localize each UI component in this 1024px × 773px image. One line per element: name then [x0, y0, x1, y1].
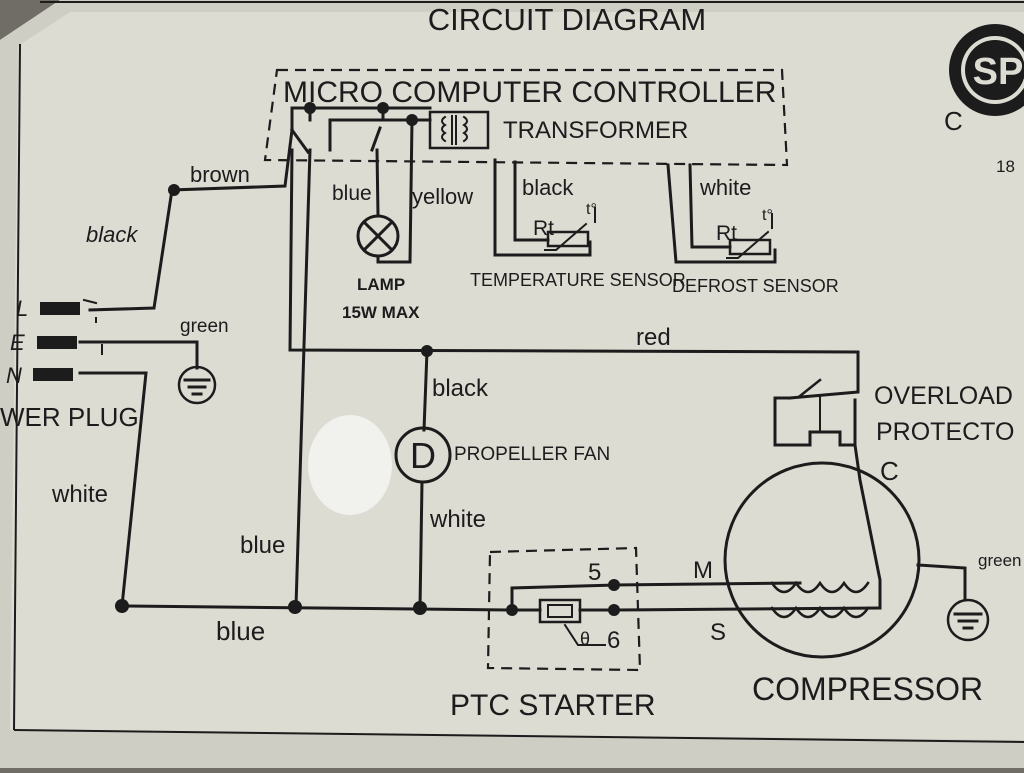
junction-dot [115, 599, 129, 613]
wire-label-blue-vertical: blue [240, 532, 285, 559]
junction-dot [304, 102, 316, 114]
fan-wire-top [422, 349, 429, 432]
temperature-sensor-label: TEMPERATURE SENSOR [470, 270, 686, 290]
plug-n-label: N [6, 363, 22, 388]
wire-to-m [612, 581, 802, 587]
defrost-sensor-wire-outer [666, 163, 777, 264]
wire-label-black-left: black [86, 222, 138, 247]
junction-dot [377, 102, 389, 114]
defrost-sensor-t: t° [762, 207, 773, 224]
junction-dot [288, 600, 302, 614]
controller-label: MICRO COMPUTER CONTROLLER [283, 76, 776, 109]
overload-label-2: PROTECTO [876, 418, 1014, 446]
defrost-sensor-wire-inner [688, 163, 732, 249]
defrost-sensor-label: DEFROST SENSOR [672, 276, 839, 296]
lamp-symbol [356, 214, 400, 258]
lamp-label: LAMP [357, 275, 405, 294]
plate-border-bottom [13, 729, 1024, 743]
lamp-wire-top [375, 148, 380, 217]
cert-number: 18 [996, 157, 1015, 176]
ptc-pin-6: 6 [607, 627, 620, 654]
power-plug [33, 298, 103, 381]
compressor-m-label: M [693, 557, 713, 584]
compressor-c-label: C [880, 456, 899, 486]
wire-label-black-fan: black [432, 375, 489, 402]
wire-label-yellow: yellow [412, 184, 473, 209]
compressor-ground-icon [946, 598, 990, 642]
ptc-starter-box [486, 546, 642, 672]
wire-label-white-fan: white [429, 506, 486, 533]
wire-label-white-left: white [51, 481, 108, 508]
defrost-sensor-rt: Rt [716, 222, 737, 245]
compressor-ground-wire [916, 563, 967, 602]
wire-label-black-sensor: black [522, 175, 574, 200]
temp-sensor-wire-outer [493, 158, 592, 257]
diagram-title: CIRCUIT DIAGRAM [428, 2, 706, 37]
switch-left-blade [289, 127, 311, 155]
fan-symbol-letter: D [410, 435, 436, 476]
transformer-symbol [428, 110, 490, 150]
wire-label-green-plug: green [180, 316, 229, 337]
ptc-bypass-wire [510, 583, 616, 612]
wire-label-red: red [636, 324, 671, 351]
wire-to-s [612, 606, 882, 612]
blue-vertical-wire [294, 148, 312, 608]
wire-label-blue-bottom: blue [216, 616, 265, 646]
cert-c-label: C [944, 106, 963, 136]
ptc-starter-symbol [510, 598, 616, 646]
switch-lamp-blade [370, 126, 382, 152]
controller-box [263, 68, 789, 167]
ptc-starter-label: PTC STARTER [450, 689, 656, 722]
plug-l-label: L [16, 296, 28, 321]
ptc-theta: θ [580, 629, 590, 649]
plate-border-left [13, 43, 21, 731]
lamp-rating: 15W MAX [342, 303, 420, 322]
green-ground-wire [78, 340, 199, 370]
compressor-symbol [723, 461, 921, 659]
junction-dot [168, 184, 180, 196]
temp-sensor-wire-inner [513, 160, 550, 242]
compressor-label: COMPRESSOR [752, 671, 983, 707]
propeller-fan-label: PROPELLER FAN [454, 444, 610, 465]
wire-overload-to-c [853, 443, 882, 610]
wire-label-green-comp: green [978, 551, 1021, 570]
transformer-label: TRANSFORMER [503, 117, 688, 144]
glare [308, 415, 392, 515]
wire-label-white-sensor: white [699, 175, 751, 200]
wire-label-brown: brown [190, 162, 250, 187]
compressor-s-label: S [710, 619, 726, 646]
defrost-sensor-symbol [726, 213, 773, 259]
red-wire [288, 148, 860, 400]
plug-e-label: E [10, 330, 25, 355]
white-neutral-wire [78, 371, 514, 612]
overload-protector-symbol [773, 378, 857, 447]
propeller-fan-symbol: D [394, 426, 452, 484]
overload-label-1: OVERLOAD [874, 382, 1013, 410]
ptc-pin-5: 5 [588, 559, 601, 586]
ground-icon [177, 365, 217, 405]
temp-sensor-rt: Rt [533, 217, 554, 240]
temp-sensor-t: t° [586, 201, 597, 218]
logo-text: SP [973, 51, 1024, 93]
temp-sensor-symbol [544, 207, 596, 251]
yellow-wire [376, 118, 414, 264]
power-plug-label: WER PLUG [0, 402, 139, 432]
fan-wire-bottom [418, 480, 424, 610]
certification-logo: SP [949, 24, 1024, 116]
wire-label-blue-lamp: blue [332, 182, 372, 205]
